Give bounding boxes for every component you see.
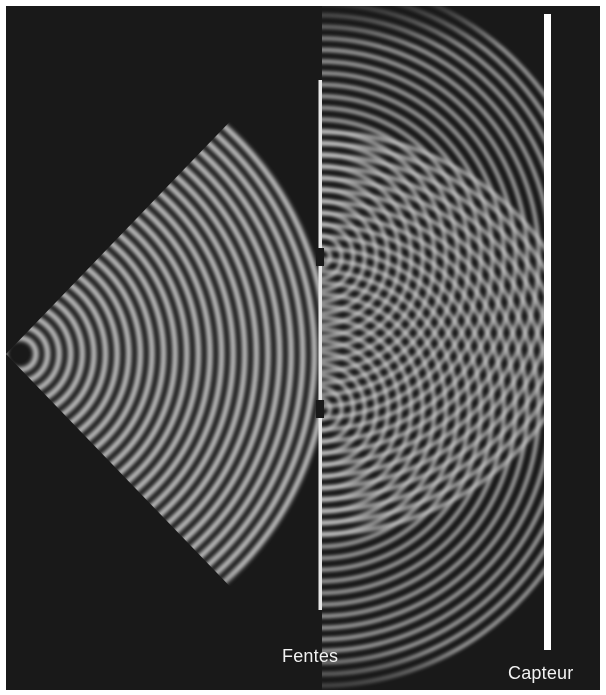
slit-barrier [316, 80, 324, 610]
wave-interference-figure [6, 6, 600, 690]
incident-wavefronts [6, 48, 326, 660]
slits-label: Fentes [282, 646, 338, 667]
barrier-segment-top [319, 80, 323, 248]
slit-bottom [316, 400, 324, 418]
incident-wavefront [6, 326, 48, 381]
sensor-label: Capteur [508, 663, 573, 684]
incident-wavefront [6, 268, 106, 439]
incident-wavefront [6, 338, 36, 370]
double-slit-diagram: Fentes Capteur [6, 6, 600, 690]
sensor-screen [544, 14, 551, 650]
barrier-segment-bottom [319, 418, 323, 610]
slit-top [316, 248, 324, 266]
barrier-segment-middle [319, 266, 323, 400]
